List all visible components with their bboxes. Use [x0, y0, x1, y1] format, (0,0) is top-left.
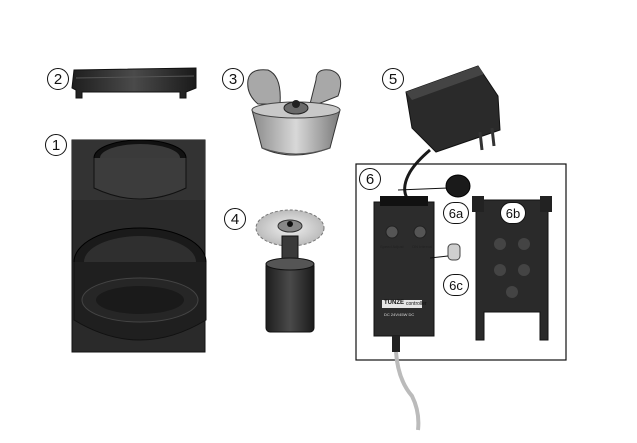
callout-6: 6: [359, 168, 381, 190]
part-controller-kit-frame: [355, 163, 567, 361]
controller-knob-label-left: Speed Adjust: [380, 244, 404, 249]
controller-brand: TUNZE: [384, 300, 404, 306]
part-power-adapter: [403, 65, 501, 206]
callout-1: 1: [45, 134, 67, 156]
callout-5: 5: [382, 68, 404, 90]
callout-2: 2: [47, 68, 69, 90]
callout-3: 3: [222, 68, 244, 90]
callout-6c: 6c: [443, 274, 469, 296]
controller-spec: DC 24V/45W DC: [384, 312, 415, 317]
part-pump-housing: [71, 139, 207, 353]
controller-knob-label-right: ON Interval: [412, 244, 433, 249]
controller-model: controller: [406, 301, 427, 307]
part-cover-plate: [71, 67, 197, 99]
part-impeller-cup: [247, 69, 342, 156]
part-small-connector: [429, 243, 461, 261]
part-holder-bracket: [472, 196, 552, 341]
callout-4: 4: [224, 208, 246, 230]
callout-6a: 6a: [443, 202, 469, 224]
part-magnet-disc: [445, 174, 471, 198]
callout-6b: 6b: [500, 202, 526, 224]
part-impeller-rotor: [255, 209, 325, 333]
part-controller: [373, 196, 435, 431]
